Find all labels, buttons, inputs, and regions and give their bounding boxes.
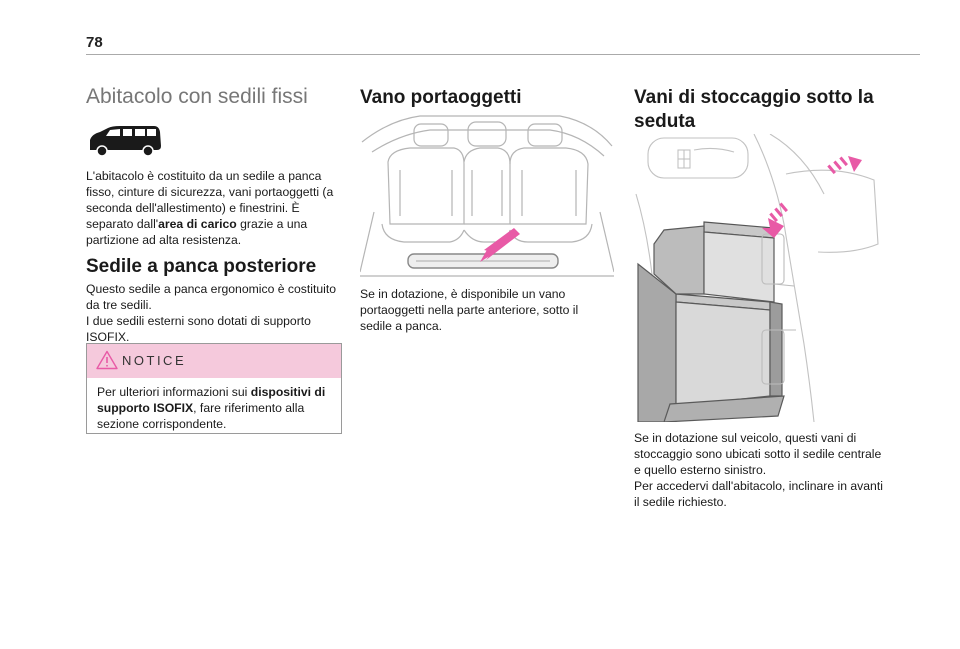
notice-text-bold: dispositivi di supporto ISOFIX (97, 385, 326, 415)
notice-text-part2: , fare riferimento alla sezione corrispo… (97, 401, 305, 431)
bench-seat-illustration (360, 115, 614, 277)
section-title-storage: Vani di stoccaggio sotto la seduta (634, 87, 874, 132)
notice-text: Per ulteriori informazioni sui dispositi… (97, 384, 333, 432)
bench-line1: Questo sedile a panca ergonomico è costi… (86, 282, 336, 312)
cabin-intro-text: L'abitacolo è costituito da un sedile a … (86, 168, 342, 248)
storage-line2: Per accedervi dall'abitacolo, inclinare … (634, 479, 883, 509)
cabin-intro-bold: area di carico (158, 217, 237, 231)
notice-title: NOTICE (122, 353, 187, 368)
storage-line1: Se in dotazione sul veicolo, questi vani… (634, 431, 882, 477)
storage-compartment-illustration (635, 134, 879, 422)
glovebox-text: Se in dotazione, è disponibile un vano p… (360, 287, 579, 333)
section-title-bench: Sedile a panca posteriore (86, 256, 317, 277)
notice-text-part1: Per ulteriori informazioni sui (97, 385, 251, 399)
van-icon (90, 126, 161, 157)
cabin-intro-part1: L'abitacolo è costituito da un sedile a … (86, 169, 334, 231)
section-title-glovebox: Vano portaoggetti (360, 87, 522, 108)
bench-text: Questo sedile a panca ergonomico è costi… (86, 281, 342, 345)
page-number: 78 (86, 34, 103, 51)
section-title-cabin: Abitacolo con sedili fissi (86, 85, 308, 108)
bench-line2: I due sedili esterni sono dotati di supp… (86, 314, 311, 344)
storage-text: Se in dotazione sul veicolo, questi vani… (634, 430, 886, 510)
warning-triangle-icon (96, 350, 118, 370)
notice-header: NOTICE (87, 344, 341, 378)
header-rule (86, 54, 920, 55)
notice-box: NOTICE Per ulteriori informazioni sui di… (86, 343, 342, 434)
cabin-intro-part2: grazie a una partizione ad alta resisten… (86, 217, 308, 247)
